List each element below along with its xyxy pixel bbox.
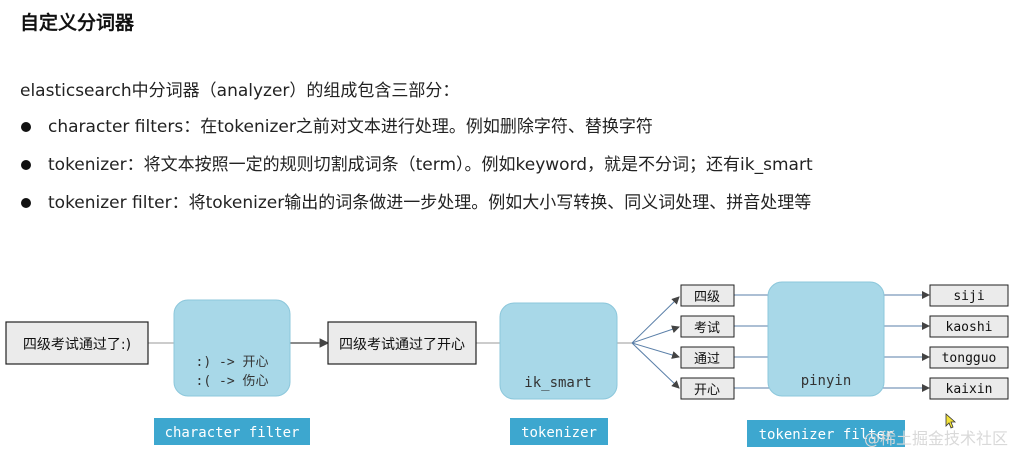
token-box-2 — [680, 315, 735, 338]
label-character-filter-bg — [154, 418, 310, 445]
fan-arrow-token-4 — [631, 342, 680, 389]
mouse-cursor-icon — [945, 413, 957, 429]
fan-arrow-token-1 — [631, 296, 680, 344]
tokenizer-name: ik_smart — [524, 375, 591, 391]
label-tokenizer-filter: tokenizer filter — [759, 427, 894, 443]
token-filter-name: pinyin — [801, 373, 852, 389]
output-text-3: tongguo — [942, 351, 997, 366]
token-text-4: 开心 — [694, 383, 720, 398]
page-title: 自定义分词器 — [20, 12, 135, 34]
input-text: 四级考试通过了:) — [23, 337, 131, 353]
output-text-2: kaoshi — [946, 320, 993, 335]
character-filter-stage — [173, 299, 291, 397]
token-text-2: 考试 — [694, 321, 720, 336]
output-text-4: kaixin — [946, 382, 993, 397]
tokenizer-stage — [499, 302, 618, 400]
input-text-box — [5, 321, 149, 365]
label-tokenizer-filter-bg — [747, 420, 905, 447]
token-filter-stage — [767, 281, 885, 397]
filtered-text: 四级考试通过了开心 — [339, 337, 465, 353]
output-text-1: siji — [953, 289, 984, 304]
output-box-1 — [929, 284, 1009, 307]
fan-arrow-token-3 — [631, 342, 680, 359]
char-filter-rule-1: :) -> 开心 — [196, 355, 269, 370]
bullet-tokenizer-filter: tokenizer filter：将tokenizer输出的词条做进一步处理。例… — [20, 190, 813, 228]
bullet-tokenizer: tokenizer：将文本按照一定的规则切割成词条（term）。例如keywor… — [20, 152, 813, 190]
token-box-4 — [680, 377, 735, 400]
output-box-3 — [929, 346, 1009, 369]
token-box-1 — [680, 284, 735, 307]
label-tokenizer-bg — [510, 418, 608, 445]
component-list: character filters：在tokenizer之前对文本进行处理。例如… — [20, 114, 813, 228]
bullet-character-filters: character filters：在tokenizer之前对文本进行处理。例如… — [20, 114, 813, 152]
fan-arrow-token-2 — [631, 325, 680, 344]
watermark: @稀土掘金技术社区 — [864, 429, 1008, 448]
token-box-3 — [680, 346, 735, 369]
token-text-3: 通过 — [694, 352, 720, 367]
intro-text: elasticsearch中分词器（analyzer）的组成包含三部分： — [20, 81, 460, 101]
label-character-filter: character filter — [165, 425, 300, 441]
label-tokenizer: tokenizer — [521, 425, 597, 441]
output-box-2 — [929, 315, 1009, 338]
token-text-1: 四级 — [694, 290, 720, 305]
output-box-4 — [929, 377, 1009, 400]
char-filter-rule-2: :( -> 伤心 — [196, 374, 269, 389]
filtered-text-box — [327, 321, 477, 365]
